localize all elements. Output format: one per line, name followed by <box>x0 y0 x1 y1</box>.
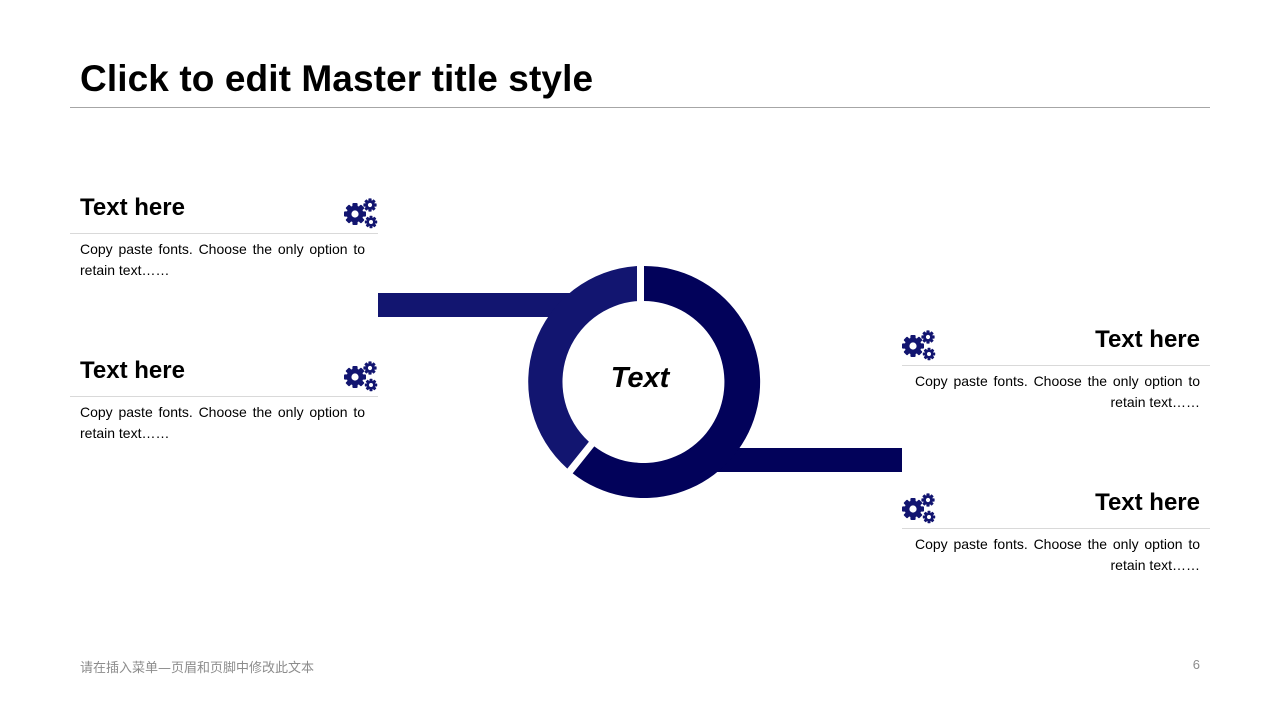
block-body: Copy paste fonts. Choose the only option… <box>80 404 365 441</box>
gears-icon <box>902 330 936 361</box>
page-number: 6 <box>1192 657 1200 672</box>
block-heading: Text here <box>1095 326 1200 353</box>
block-heading: Text here <box>1095 489 1200 516</box>
block-divider <box>70 233 378 234</box>
block-body: Copy paste fonts. Choose the only option… <box>915 536 1200 573</box>
block-body: Copy paste fonts. Choose the only option… <box>915 373 1200 410</box>
block-divider <box>902 528 1210 529</box>
gears-icon <box>344 361 378 392</box>
block-heading: Text here <box>80 357 185 384</box>
block-divider <box>70 396 378 397</box>
block-body: Copy paste fonts. Choose the only option… <box>80 241 365 278</box>
slide-title: Click to edit Master title style <box>80 58 594 99</box>
title-divider <box>70 107 1210 108</box>
gears-icon <box>344 198 378 229</box>
block-heading: Text here <box>80 194 185 221</box>
ring-segment-left <box>528 266 637 469</box>
block-divider <box>902 365 1210 366</box>
gears-icon <box>902 493 936 524</box>
center-label: Text <box>610 362 670 394</box>
left-connector-bar <box>378 293 578 317</box>
ring-segment-right <box>572 265 761 498</box>
footer-text: 请在插入菜单—页眉和页脚中修改此文本 <box>80 661 315 676</box>
